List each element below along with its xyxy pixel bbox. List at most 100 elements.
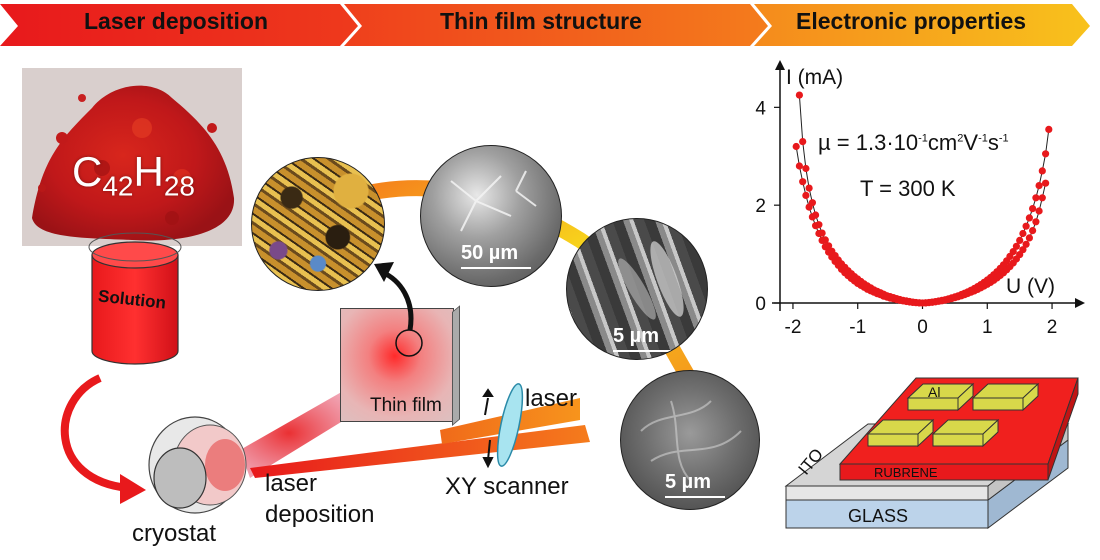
iv-data-point	[1016, 236, 1024, 244]
y-axis-arrowhead	[775, 60, 785, 70]
iv-data-point	[795, 91, 803, 99]
al-contacts	[866, 382, 1040, 448]
x-axis-label: U (V)	[1006, 275, 1055, 298]
temperature-annotation: T = 300 K	[860, 176, 956, 201]
x-axis-arrowhead	[1075, 298, 1085, 308]
rubrene-layer-front	[839, 463, 1049, 481]
y-tick-label: 0	[755, 294, 766, 315]
cryostat-label: cryostat	[132, 520, 217, 547]
al-label: Al	[928, 384, 940, 400]
iv-data-point	[1035, 182, 1043, 190]
ito-layer-front	[785, 485, 989, 501]
x-tick-label: 1	[982, 317, 993, 338]
iv-data-point	[1012, 242, 1020, 250]
glass-label: GLASS	[848, 506, 908, 526]
mobility-s: s	[987, 130, 999, 155]
formula-carbon: C	[72, 148, 103, 195]
scale-label-5um-a: 5 µm	[613, 325, 659, 347]
formula-hydrogen-count: 28	[163, 170, 195, 202]
iv-data-point	[805, 184, 813, 192]
iv-data-point	[1042, 150, 1050, 158]
header-step-2-shape	[344, 4, 768, 46]
iv-data-point	[1038, 167, 1046, 175]
formula-carbon-count: 42	[102, 170, 134, 202]
iv-data-point	[818, 229, 826, 237]
micrograph-optical	[251, 157, 385, 291]
scanner-lens	[496, 383, 524, 467]
zoom-arrow	[374, 262, 414, 331]
iv-data-point	[821, 236, 829, 244]
micrograph-sem-5um-a: 5 µm	[566, 218, 708, 360]
thin-film-spot	[395, 329, 423, 357]
x-tick-label: -1	[849, 317, 866, 338]
micrograph-sem-50um: 50 µm	[420, 145, 562, 287]
mobility-prefix: µ = 1.3·10	[818, 130, 919, 155]
flow-arrow-solution-to-cryostat	[60, 374, 146, 504]
thin-film-label: Thin film	[370, 395, 442, 416]
y-tick-label: 2	[755, 196, 766, 217]
sem-flakes	[618, 241, 684, 320]
sem-dendrites	[450, 170, 537, 232]
powder-pile-image	[32, 85, 235, 241]
x-tick-label: -2	[785, 317, 802, 338]
iv-data-point	[1025, 234, 1033, 242]
sem-texture	[640, 400, 742, 482]
iv-data-point	[1045, 125, 1053, 133]
iv-data-point	[799, 138, 807, 146]
iv-data-point	[795, 162, 803, 170]
iv-data-point	[1038, 194, 1046, 202]
iv-data-point	[1022, 222, 1030, 230]
iv-data-point	[1019, 229, 1027, 238]
cryostat-cold-finger	[153, 447, 207, 509]
laser-label: laser	[525, 385, 578, 412]
header-banner	[0, 4, 1090, 46]
scale-bar-5um-a: 5 µm	[613, 325, 673, 352]
solution-beaker	[88, 232, 182, 365]
y-tick-label: 4	[755, 98, 766, 119]
scanner-motion-arrows	[482, 388, 494, 469]
iv-data-point	[1029, 205, 1037, 213]
iv-data-point	[812, 211, 820, 219]
micrograph-sem-5um-b: 5 µm	[620, 370, 760, 510]
iv-data-point	[792, 142, 800, 151]
mobility-exp4: -1	[998, 132, 1009, 145]
mobility-v: V	[963, 130, 979, 155]
iv-data-point	[802, 164, 810, 173]
iv-data-point	[1035, 207, 1043, 215]
mobility-cm: cm	[927, 130, 958, 155]
header-step-3-shape	[754, 4, 1090, 46]
iv-data-point	[1022, 240, 1030, 248]
iv-data-point	[1029, 227, 1037, 235]
iv-data-point	[808, 199, 816, 207]
scale-label-5um-b: 5 µm	[665, 471, 711, 493]
xy-scanner-label: XY scanner	[445, 473, 569, 500]
header-step-thin-film-structure: Thin film structure	[440, 8, 642, 34]
iv-data-point	[815, 221, 823, 229]
laser-and-scanner	[440, 383, 580, 469]
iv-data-point	[799, 178, 807, 186]
x-tick-label: 0	[917, 317, 928, 338]
header-step-laser-deposition: Laser deposition	[84, 8, 269, 34]
mobility-annotation: µ = 1.3·10-1cm2V-1s-1	[818, 130, 1009, 156]
scale-bar-5um-b: 5 µm	[665, 471, 725, 498]
thin-film-substrate	[340, 308, 454, 422]
mobility-exp3: -1	[978, 132, 988, 145]
scale-bar-50um: 50 µm	[461, 242, 531, 269]
iv-data-point	[802, 191, 810, 199]
formula-hydrogen: H	[133, 148, 164, 195]
molecular-formula: C42H28	[72, 148, 195, 202]
iv-data-point	[1009, 248, 1017, 256]
iv-curve-plot: -2 -1 0 1 2 0 2 4 U (V) I (mA)	[755, 60, 1085, 338]
rubrene-label: RUBRENE	[874, 465, 938, 480]
laser-deposition-label-line2: deposition	[265, 501, 375, 528]
iv-data-point	[1042, 179, 1050, 187]
y-axis-label: I (mA)	[786, 66, 843, 89]
x-tick-label: 2	[1047, 317, 1058, 338]
header-step-1-shape	[0, 4, 358, 46]
iv-data-point	[915, 299, 923, 307]
iv-data-point	[1025, 214, 1033, 222]
device-stack-diagram: GLASS ITO RUBRENE Al	[784, 377, 1079, 529]
iv-data-point	[1032, 218, 1040, 226]
scale-label-50um: 50 µm	[461, 242, 519, 264]
